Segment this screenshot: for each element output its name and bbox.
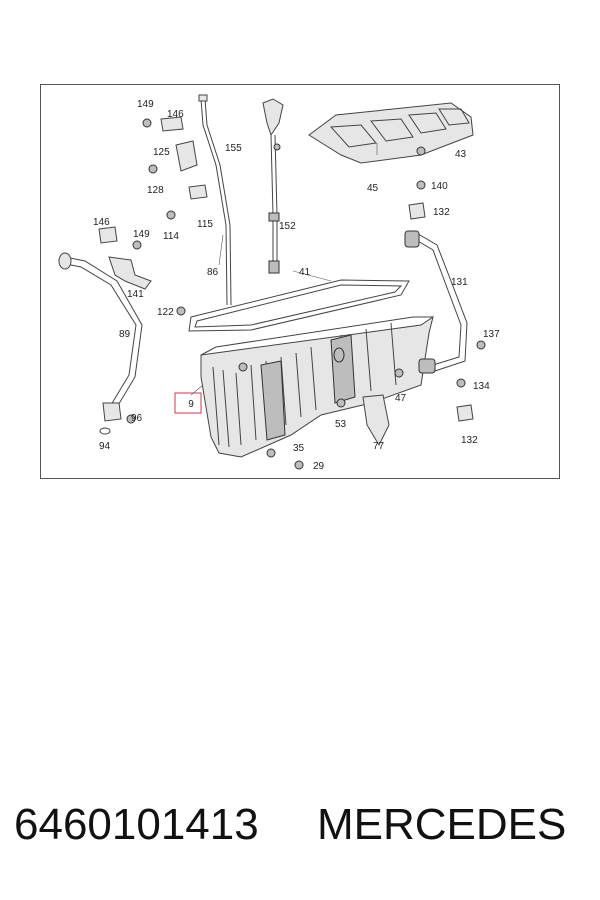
callout-134: 134 <box>473 381 490 392</box>
dipstick <box>262 98 284 274</box>
breather-hose <box>404 230 468 374</box>
callout-149: 149 <box>137 99 154 110</box>
callout-141: 141 <box>127 289 144 300</box>
callout-94: 94 <box>99 441 111 452</box>
callout-53: 53 <box>335 419 347 430</box>
highlighted-part-callout[interactable]: 9 <box>174 392 202 414</box>
callout-77: 77 <box>373 441 385 452</box>
bracket <box>108 256 152 290</box>
brand-name: MERCEDES <box>316 800 567 849</box>
callout-146: 146 <box>93 217 110 228</box>
callout-122: 122 <box>157 307 174 318</box>
callout-132: 132 <box>433 207 450 218</box>
callout-9: 9 <box>188 399 194 410</box>
callout-45: 45 <box>367 183 379 194</box>
oil-pipe <box>58 252 143 422</box>
clamps <box>98 116 474 447</box>
callout-132: 132 <box>461 435 478 446</box>
bracket-125 <box>175 140 198 172</box>
callout-115: 115 <box>197 219 213 230</box>
callout-140: 140 <box>431 181 448 192</box>
exploded-view-drawing: 149 146 125 128 155 115 114 152 43 45 14… <box>58 94 500 472</box>
callout-35: 35 <box>293 443 305 454</box>
part-number: 6460101413 <box>14 800 259 849</box>
part-caption: 6460101413 MERCEDES <box>14 800 594 860</box>
callout-131: 131 <box>451 277 468 288</box>
callout-146: 146 <box>167 109 184 120</box>
dipstick-tube <box>198 94 232 306</box>
callout-43: 43 <box>455 149 467 160</box>
callout-114: 114 <box>163 231 179 242</box>
callout-152: 152 <box>279 221 296 232</box>
leader-lines <box>190 143 378 396</box>
callout-labels: 149 146 125 128 155 115 114 152 43 45 14… <box>93 99 500 472</box>
oil-pan-gasket <box>188 279 410 332</box>
callout-47: 47 <box>395 393 407 404</box>
callout-125: 125 <box>153 147 170 158</box>
callout-41: 41 <box>299 267 311 278</box>
highlight-box <box>174 392 202 414</box>
callout-149: 149 <box>133 229 150 240</box>
callout-96: 96 <box>131 413 143 424</box>
callout-86: 86 <box>207 267 219 278</box>
callout-29: 29 <box>313 461 325 472</box>
callout-137: 137 <box>483 329 500 340</box>
callout-128: 128 <box>147 185 164 196</box>
oil-pan <box>200 315 434 458</box>
callout-89: 89 <box>119 329 131 340</box>
washer <box>99 427 111 435</box>
callout-155: 155 <box>225 143 242 154</box>
bolts <box>126 118 486 470</box>
baffle-cover <box>308 102 474 164</box>
parts-diagram: 149 146 125 128 155 115 114 152 43 45 14… <box>40 84 560 479</box>
